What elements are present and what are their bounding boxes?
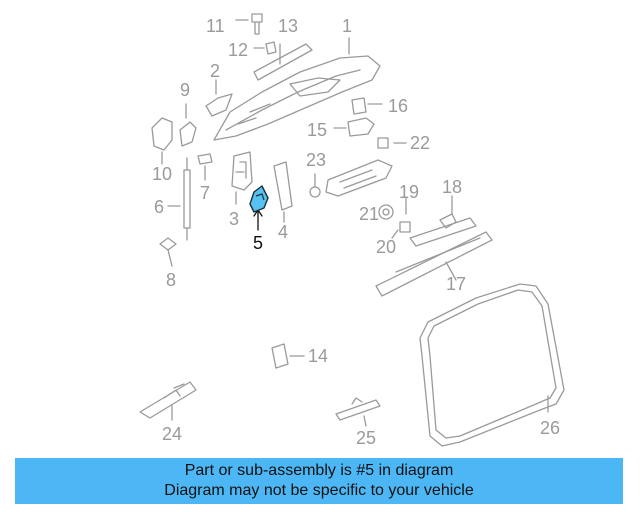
label-18: 18 (442, 177, 463, 197)
label-9: 9 (180, 80, 191, 100)
part-5-highlighted[interactable] (249, 185, 269, 213)
banner-line-1: Part or sub-assembly is #5 in diagram (184, 462, 454, 479)
label-14: 14 (308, 346, 329, 366)
label-8: 8 (166, 270, 177, 290)
part-3-hinge-bracket (231, 151, 253, 205)
part-9-clip (179, 103, 197, 147)
diagram-drawing (139, 13, 565, 447)
part-10-hinge (151, 117, 173, 165)
label-17: 17 (446, 274, 467, 294)
label-3: 3 (229, 209, 240, 229)
label-15: 15 (307, 120, 328, 140)
label-23: 23 (306, 150, 327, 170)
part-15-latch (333, 117, 375, 137)
label-12: 12 (228, 40, 249, 60)
part-17-garnish (375, 231, 493, 297)
part-19-20-clips (391, 197, 411, 239)
label-5[interactable]: 5 (253, 233, 264, 253)
label-24: 24 (162, 424, 183, 444)
label-2: 2 (210, 61, 221, 81)
banner-line-2: Diagram may not be specific to your vehi… (164, 482, 474, 499)
parts-diagram: 1 2 3 4 5 6 7 8 9 10 11 12 13 14 15 16 1… (139, 13, 565, 448)
diagram-notice-banner: Part or sub-assembly is #5 in diagram Di… (15, 458, 623, 504)
part-6-gas-strut (167, 157, 191, 241)
label-7: 7 (200, 183, 211, 203)
part-13-strip (253, 43, 313, 81)
part-16-clip (351, 97, 383, 115)
latch-assembly (325, 159, 393, 197)
part-18-handle (409, 195, 477, 247)
label-1: 1 (342, 16, 353, 36)
label-26: 26 (540, 418, 561, 438)
part-4-bracket (273, 161, 293, 223)
label-19: 19 (399, 182, 420, 202)
label-25: 25 (356, 428, 377, 448)
label-4: 4 (278, 222, 289, 242)
part-11-bolt (235, 13, 263, 35)
part-22-clip (377, 137, 407, 149)
part-12-clip (253, 41, 277, 55)
part-24-bracket (139, 381, 197, 421)
label-22: 22 (410, 133, 431, 153)
part-23-grommet (309, 173, 321, 198)
part-25-clip (335, 397, 381, 427)
part-2-bracket (205, 79, 233, 117)
label-21: 21 (359, 204, 380, 224)
part-14-cap (271, 343, 305, 369)
label-11: 11 (206, 16, 225, 36)
part-8-bolt (159, 237, 177, 267)
label-13: 13 (278, 16, 299, 36)
part-26-weatherstrip (419, 283, 565, 447)
part-21-actuator (378, 204, 394, 220)
label-20: 20 (376, 237, 397, 257)
label-10: 10 (152, 164, 173, 184)
part-1-tailgate-panel (213, 37, 381, 141)
part-7-connector (197, 153, 213, 181)
label-6: 6 (154, 197, 165, 217)
label-16: 16 (388, 96, 409, 116)
